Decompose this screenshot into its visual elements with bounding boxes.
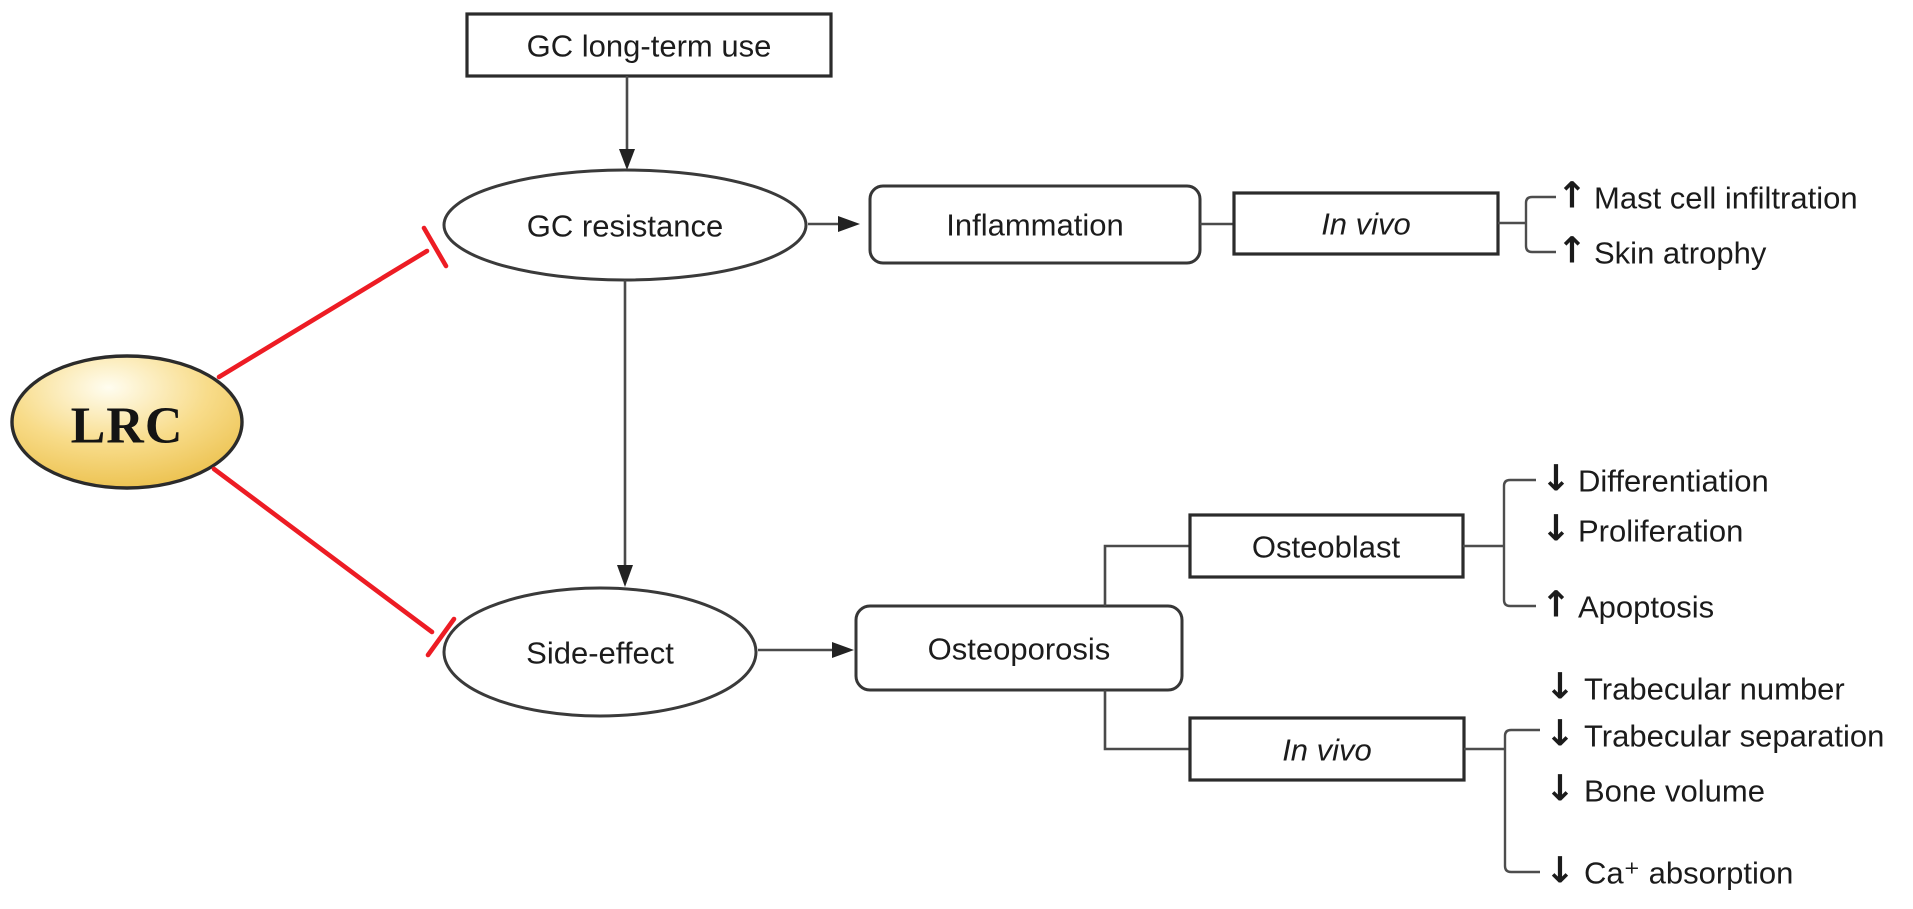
arrowhead-right-icon <box>838 216 860 232</box>
down-arrow-icon: ↓ <box>1545 769 1575 810</box>
outcome-row-skin-atrophy: ↑ Skin atrophy <box>1557 231 1767 272</box>
outcome-row-ca-absorption: ↓ Ca⁺ absorption <box>1545 851 1793 892</box>
up-arrow-icon: ↑ <box>1557 176 1587 217</box>
down-arrow-icon: ↓ <box>1545 714 1575 755</box>
bracket-osteoblast-outcomes <box>1463 478 1536 608</box>
outcome-label: Skin atrophy <box>1594 236 1767 271</box>
lrc-label: LRC <box>71 398 184 455</box>
inhibition-shaft <box>216 248 430 380</box>
gc-resistance-label: GC resistance <box>527 209 723 244</box>
inflammation-label: Inflammation <box>946 208 1123 243</box>
outcome-row-apoptosis: ↑ Apoptosis <box>1541 585 1714 626</box>
node-gc-long-term-use: GC long-term use <box>465 12 833 78</box>
outcome-label: Bone volume <box>1584 774 1765 809</box>
side-effect-ellipse <box>442 586 758 718</box>
outcome-label: Apoptosis <box>1578 590 1714 625</box>
down-arrow-icon: ↓ <box>1541 459 1571 500</box>
lrc-ellipse <box>10 354 244 490</box>
in-vivo-bottom-box <box>1188 716 1466 782</box>
outcome-row-mast-cell-infiltration: ↑ Mast cell infiltration <box>1557 176 1858 217</box>
up-arrow-icon: ↑ <box>1557 231 1587 272</box>
node-lrc: LRC <box>10 354 244 490</box>
down-arrow-icon: ↓ <box>1545 667 1575 708</box>
arrow-gcresistance-to-inflammation <box>808 216 860 232</box>
outcome-row-trabecular-separation: ↓ Trabecular separation <box>1545 714 1884 755</box>
connector-osteoporosis-osteoblast <box>1103 544 1190 606</box>
arrowhead-down-icon <box>617 565 633 587</box>
osteoblast-label: Osteoblast <box>1252 530 1401 565</box>
osteoporosis-label: Osteoporosis <box>928 632 1111 667</box>
outcome-row-trabecular-number: ↓ Trabecular number <box>1545 667 1845 708</box>
arrowhead-right-icon <box>832 642 854 658</box>
gc-long-term-use-label: GC long-term use <box>527 29 772 64</box>
connector-osteoporosis-invivo <box>1103 690 1190 751</box>
outcome-label: Differentiation <box>1578 464 1769 499</box>
down-arrow-icon: ↓ <box>1545 851 1575 892</box>
in-vivo-top-box <box>1232 191 1500 256</box>
gc-long-term-use-box <box>465 12 833 78</box>
bracket-bottom-outcomes <box>1464 728 1540 874</box>
inhibition-shaft <box>211 466 435 635</box>
node-side-effect: Side-effect <box>442 586 758 718</box>
arrow-gcuse-to-gcresistance <box>619 76 635 170</box>
node-inflammation: Inflammation <box>868 184 1202 265</box>
up-arrow-icon: ↑ <box>1541 585 1571 626</box>
node-in-vivo-top: In vivo <box>1232 191 1500 256</box>
in-vivo-bottom-label: In vivo <box>1282 733 1372 768</box>
side-effect-label: Side-effect <box>526 636 674 671</box>
outcome-label: Mast cell infiltration <box>1594 181 1858 216</box>
node-osteoporosis: Osteoporosis <box>854 604 1184 692</box>
down-arrow-icon: ↓ <box>1541 509 1571 550</box>
node-osteoblast: Osteoblast <box>1188 513 1465 579</box>
node-in-vivo-bottom: In vivo <box>1188 716 1466 782</box>
inhibition-lrc-to-sideeffect <box>211 466 457 658</box>
arrow-sideeffect-to-osteoporosis <box>758 642 854 658</box>
inhibition-tbar-icon <box>425 616 457 658</box>
outcome-label: Proliferation <box>1578 514 1743 549</box>
outcome-label: Trabecular separation <box>1584 719 1884 754</box>
outcome-row-proliferation: ↓ Proliferation <box>1541 509 1744 550</box>
outcome-label: Ca⁺ absorption <box>1584 856 1793 891</box>
outcome-row-differentiation: ↓ Differentiation <box>1541 459 1769 500</box>
outcome-label: Trabecular number <box>1584 672 1845 707</box>
node-gc-resistance: GC resistance <box>442 168 808 282</box>
bracket <box>1503 728 1540 874</box>
inhibition-lrc-to-gcresistance <box>216 225 449 380</box>
in-vivo-top-label: In vivo <box>1321 207 1411 242</box>
outcome-row-bone-volume: ↓ Bone volume <box>1545 769 1765 810</box>
arrowhead-down-icon <box>619 149 635 170</box>
bracket <box>1502 478 1536 608</box>
bracket-top-outcomes <box>1498 195 1556 254</box>
inhibition-tbar-icon <box>421 225 449 269</box>
osteoporosis-box <box>854 604 1184 692</box>
bracket <box>1524 195 1556 254</box>
arrow-gcresistance-to-sideeffect <box>617 280 633 587</box>
